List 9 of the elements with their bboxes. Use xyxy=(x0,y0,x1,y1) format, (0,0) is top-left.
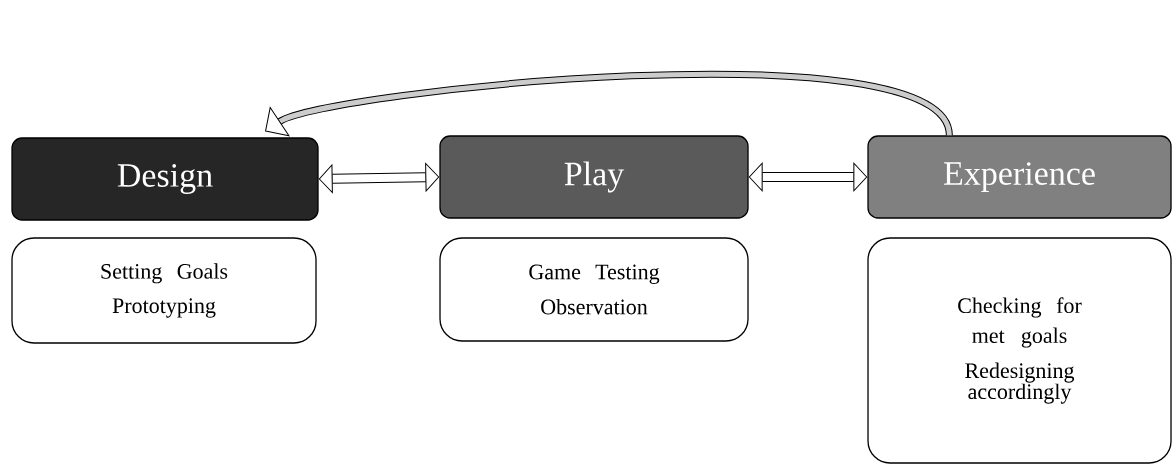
arrow xyxy=(748,162,868,192)
arrow xyxy=(318,162,440,194)
activity-box: Game Testing Observation xyxy=(439,237,749,342)
stage-box: Experience xyxy=(867,135,1172,219)
activity-box: Setting Goals Prototyping xyxy=(11,237,317,344)
activity-box: Checking for met goals Redesigning accordingly xyxy=(867,237,1172,464)
arrow xyxy=(265,70,953,137)
stage-box: Design xyxy=(11,137,319,221)
stage-box: Play xyxy=(439,135,749,219)
